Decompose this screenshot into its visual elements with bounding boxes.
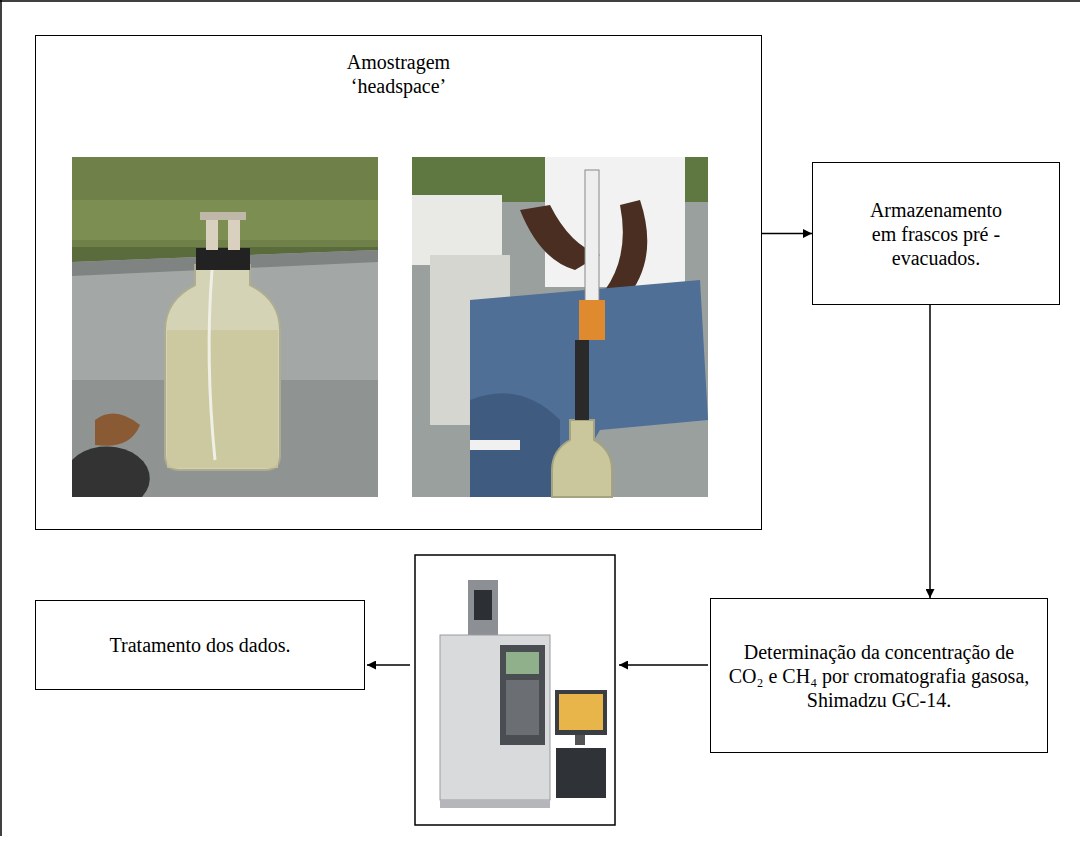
monitor <box>555 690 607 735</box>
node-text: Determinação da concentração de CO₂ e CH… <box>725 640 1033 712</box>
valve <box>200 212 246 220</box>
syringe <box>470 440 520 450</box>
sampling-photo <box>412 157 708 497</box>
frame-line <box>0 0 1080 2</box>
boat-hull <box>72 250 378 497</box>
frame-line <box>0 0 2 836</box>
injector-tower <box>468 580 498 635</box>
bottle-water <box>167 330 278 468</box>
flow-arrow <box>367 664 410 666</box>
flow-arrow <box>619 664 708 666</box>
shorts <box>470 393 560 497</box>
monitor-stand <box>575 735 585 745</box>
gc-body <box>440 635 550 800</box>
process-box: Tratamento dos dados. <box>35 600 365 690</box>
inner-tube <box>209 270 215 460</box>
shirt <box>545 157 685 287</box>
keypad <box>506 680 539 735</box>
photo-background <box>412 157 708 497</box>
sampling-photo <box>72 157 378 497</box>
control-panel <box>500 645 545 745</box>
monitor-screen <box>559 694 603 730</box>
process-box: Armazenamento em frascos pré - evacuados… <box>812 162 1060 305</box>
injector-window <box>474 590 492 620</box>
chromatograph-picture <box>415 555 615 825</box>
shorts <box>470 280 708 497</box>
process-box: Determinação da concentração de CO₂ e CH… <box>710 598 1048 753</box>
valve-tube <box>228 215 240 250</box>
water-reflection <box>72 200 378 240</box>
arm <box>605 200 647 300</box>
photo-background <box>72 157 378 497</box>
gc-base <box>440 800 550 808</box>
node-text: Tratamento dos dados. <box>110 633 291 657</box>
rust-stain <box>95 414 140 446</box>
boat-hole <box>72 446 150 497</box>
valve-tube <box>206 215 218 250</box>
bottle-stopper <box>196 248 250 270</box>
syringe-valve <box>579 300 605 340</box>
panel-display <box>506 652 539 674</box>
node-text: Amostragem ‘headspace’ <box>314 50 484 98</box>
sample-bottle <box>165 265 280 470</box>
cooler-box <box>412 195 502 265</box>
water-surface <box>72 157 378 247</box>
node-text: Armazenamento em frascos pré - evacuados… <box>856 198 1016 270</box>
flow-arrow <box>762 233 812 235</box>
bottle-stopper <box>575 340 589 420</box>
sampling-panel: Amostragem ‘headspace’ <box>35 35 762 530</box>
sample-bottle <box>552 420 612 497</box>
computer-case <box>556 748 606 798</box>
picture-frame <box>415 555 615 825</box>
flow-arrow <box>929 305 931 598</box>
